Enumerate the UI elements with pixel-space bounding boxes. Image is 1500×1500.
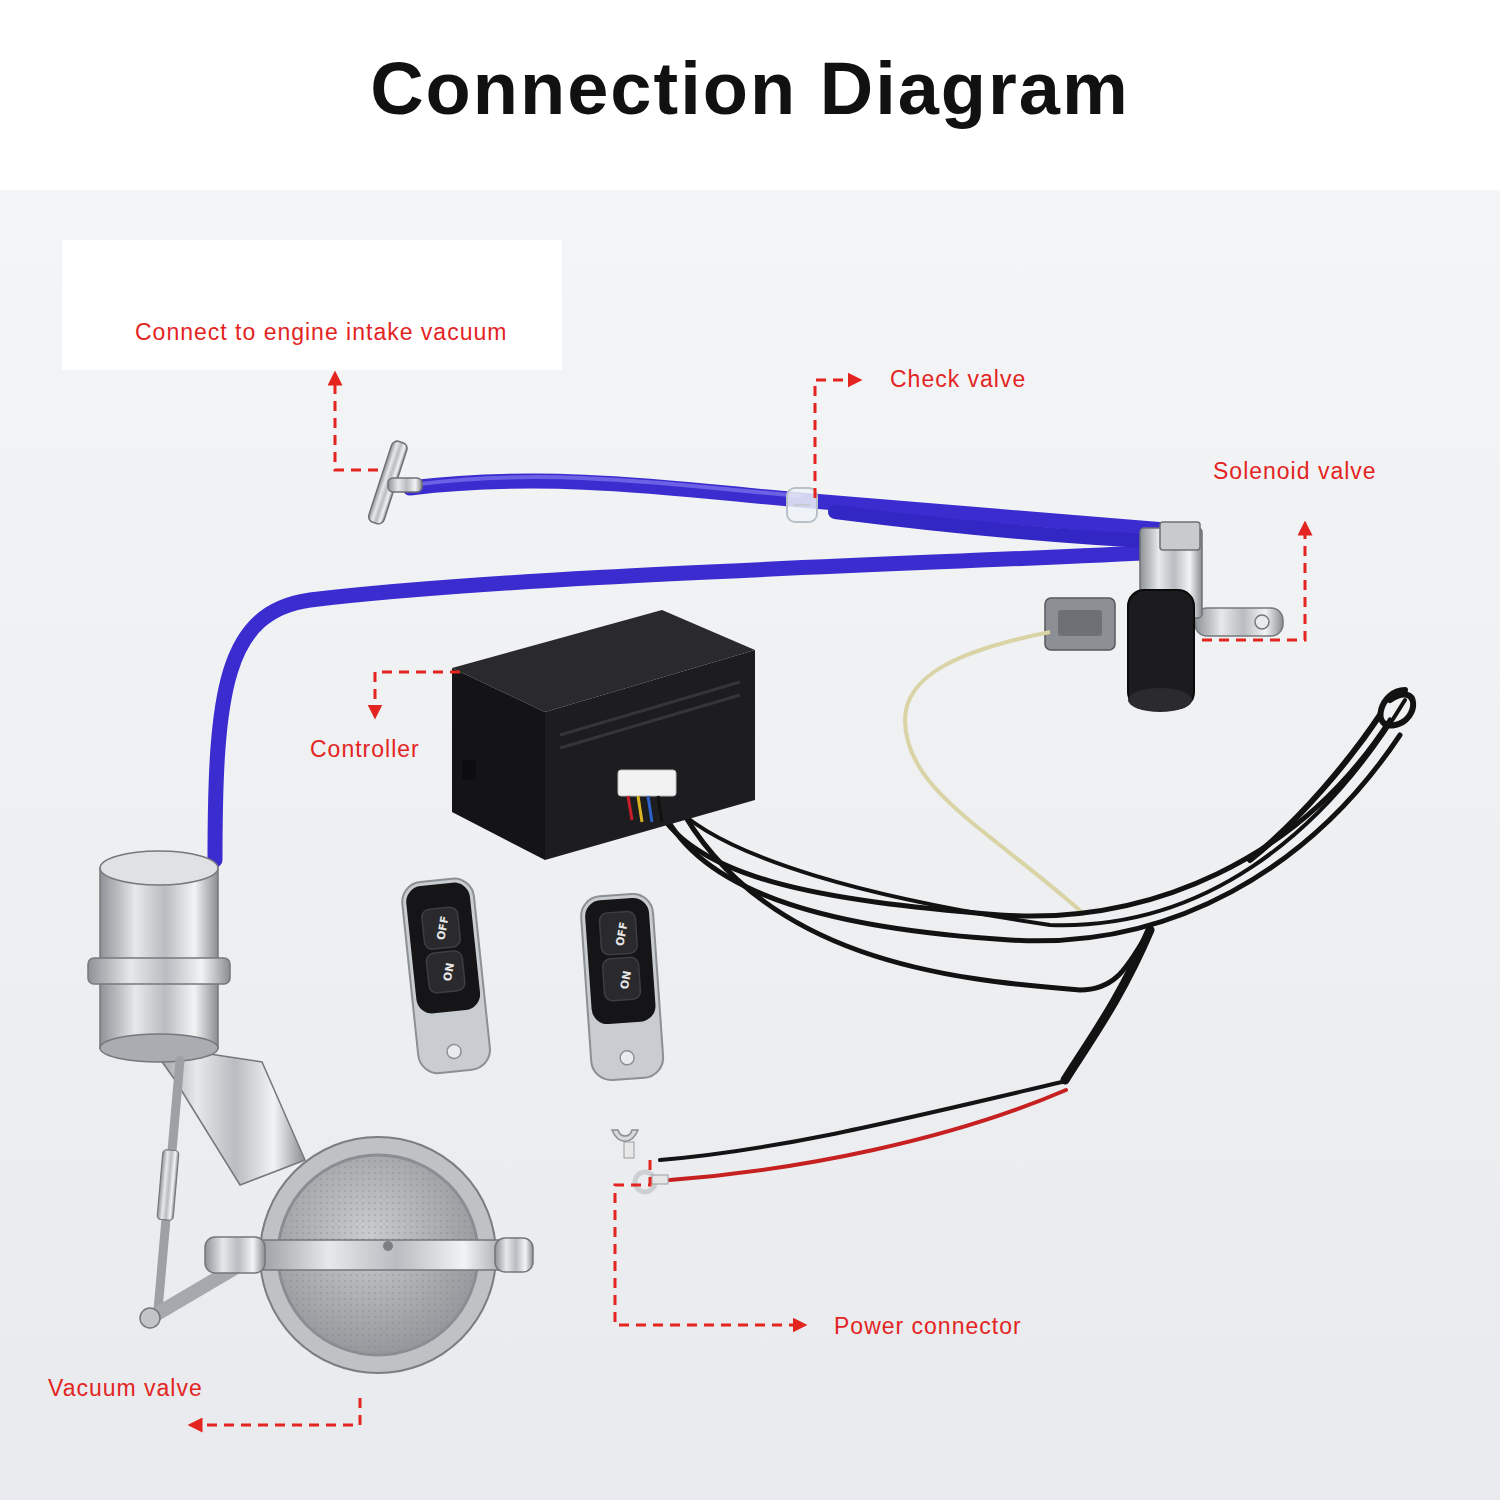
harness-wire (1250, 715, 1380, 860)
callout-label: Connect to engine intake vacuum (135, 321, 507, 344)
remote-control (580, 893, 665, 1082)
coil-end (1128, 688, 1192, 712)
diagram-title: Connection Diagram (0, 52, 1500, 126)
check-valve-ring (794, 504, 810, 506)
wire-harness (652, 690, 1413, 1080)
plug-wire (628, 796, 632, 820)
harness-sleeve (1065, 930, 1150, 1080)
controller-ridge (560, 695, 740, 748)
harness-wire (668, 700, 1405, 925)
remote-shell (580, 893, 665, 1082)
leader-line (335, 378, 378, 470)
key-ring-hole (446, 1044, 461, 1059)
callout-leaders (195, 378, 1305, 1425)
plug-wire (648, 796, 652, 822)
intake-fitting (367, 440, 422, 526)
solenoid-lead (905, 632, 1085, 915)
harness-wire (676, 800, 1150, 990)
valve-shaft (248, 1240, 518, 1270)
hose-return (835, 512, 1165, 542)
terminal-crimp (652, 1175, 668, 1184)
leader-line (615, 1160, 800, 1325)
controller-box (452, 610, 755, 860)
callout-label: Solenoid valve (1213, 460, 1377, 483)
leader-line (1202, 528, 1305, 640)
power-leads (660, 1082, 1066, 1180)
remote-face (405, 881, 482, 1015)
button-label: ON (619, 970, 633, 990)
fitting-branch (388, 478, 422, 492)
fork-terminal (612, 1130, 638, 1141)
hose-to-actuator (215, 552, 1165, 860)
plug-wire (658, 796, 662, 822)
terminal-crimp (624, 1142, 634, 1158)
remote-control (400, 877, 492, 1075)
callout-label: Power connector (834, 1315, 1022, 1338)
vacuum-hoses (215, 477, 1165, 860)
remote-button (602, 957, 641, 1001)
lever-pivot (140, 1308, 160, 1328)
check-valve-body (787, 488, 817, 522)
leader-line (375, 672, 460, 712)
bracket-hole (1255, 615, 1269, 629)
leader-line (195, 1398, 360, 1425)
canister-flange (88, 958, 230, 984)
harness-wire (652, 720, 1390, 916)
remote-button (426, 950, 466, 994)
ground-wire (660, 1082, 1062, 1160)
solenoid-valve (1045, 522, 1283, 712)
harness-coil (1381, 690, 1414, 725)
controller-ridge (560, 682, 740, 735)
remote-button (599, 911, 638, 955)
plug-wire (638, 796, 642, 822)
hose-highlight (420, 477, 800, 496)
button-label: ON (442, 962, 456, 982)
controller-plug (618, 770, 676, 796)
positive-wire (670, 1090, 1066, 1180)
vacuum-valve (88, 851, 533, 1373)
remote-button (421, 906, 461, 950)
shaft-boss (205, 1237, 265, 1273)
hose-intake (410, 481, 1165, 530)
canister-top (100, 851, 218, 885)
shaft-boss (495, 1238, 533, 1272)
photo-background (0, 190, 1500, 1500)
remote-shell (400, 877, 492, 1075)
label-backdrop (62, 240, 562, 370)
connector-latch (1058, 610, 1102, 636)
wire-terminals (612, 1130, 668, 1192)
solenoid-ports (1160, 522, 1200, 550)
solenoid-bracket (1195, 608, 1283, 636)
callout-label: Check valve (890, 368, 1026, 391)
check-valve (787, 488, 817, 522)
canister-bottom (100, 1034, 218, 1062)
solenoid-connector (1045, 598, 1115, 650)
controller-side (452, 668, 545, 860)
remote-face (584, 897, 656, 1025)
controller-tab (462, 760, 476, 780)
callout-label: Controller (310, 738, 420, 761)
shaft-screw (383, 1241, 393, 1251)
callout-label: Vacuum valve (48, 1377, 203, 1400)
rod-turnbuckle (157, 1149, 179, 1220)
controller-front (545, 650, 755, 860)
key-ring-hole (620, 1050, 635, 1065)
leader-line (815, 380, 855, 498)
plug-wires (628, 796, 662, 822)
